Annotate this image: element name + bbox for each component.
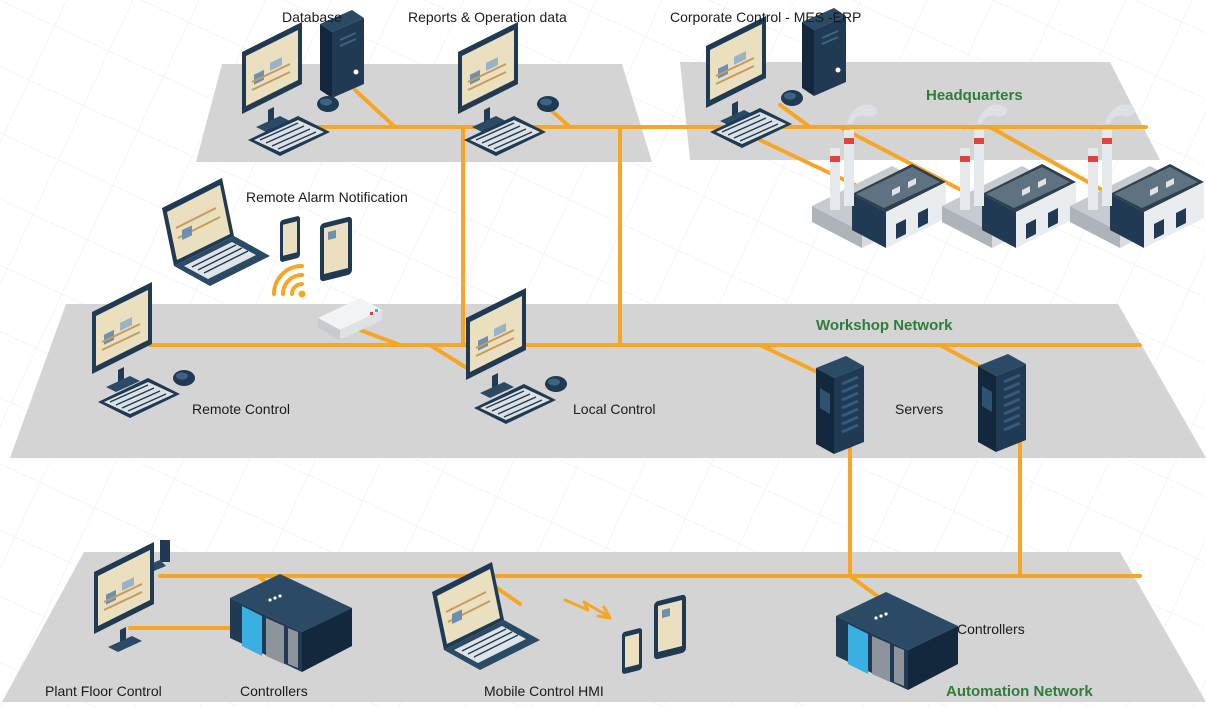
zone-label-headquarters: Headquarters [926,87,1023,104]
server-icon [976,352,1028,454]
label-local-control: Local Control [573,401,656,417]
zone-workshop [10,304,1206,458]
label-corporate: Corporate Control - MES -ERP [670,9,861,25]
tablet-icon [654,594,686,660]
wifi-icon [272,264,306,298]
label-remote-control: Remote Control [192,401,290,417]
phone-icon [622,627,642,675]
label-remote-alarm: Remote Alarm Notification [246,189,408,205]
remote-control-mouse-icon [173,370,195,386]
local-control-mouse-icon [545,376,567,392]
label-reports: Reports & Operation data [408,9,567,25]
corporate-mouse-icon [781,90,803,106]
label-controllers-left: Controllers [240,683,308,699]
database-mouse-icon [317,96,339,112]
label-controllers-right: Controllers [957,621,1025,637]
label-plant-floor: Plant Floor Control [45,683,162,699]
zone-label-workshop: Workshop Network [816,317,953,334]
server-icon [814,354,866,456]
zone-headquarters [680,62,1160,160]
label-mobile-hmi: Mobile Control HMI [484,683,604,699]
label-database: Database [282,9,342,25]
label-servers: Servers [895,401,943,417]
zone-label-automation: Automation Network [946,683,1093,700]
phone-icon [280,215,300,263]
tablet-icon [320,216,352,282]
reports-mouse-icon [537,96,559,112]
signal-arrow-icon [563,598,612,620]
router-icon [318,298,382,340]
